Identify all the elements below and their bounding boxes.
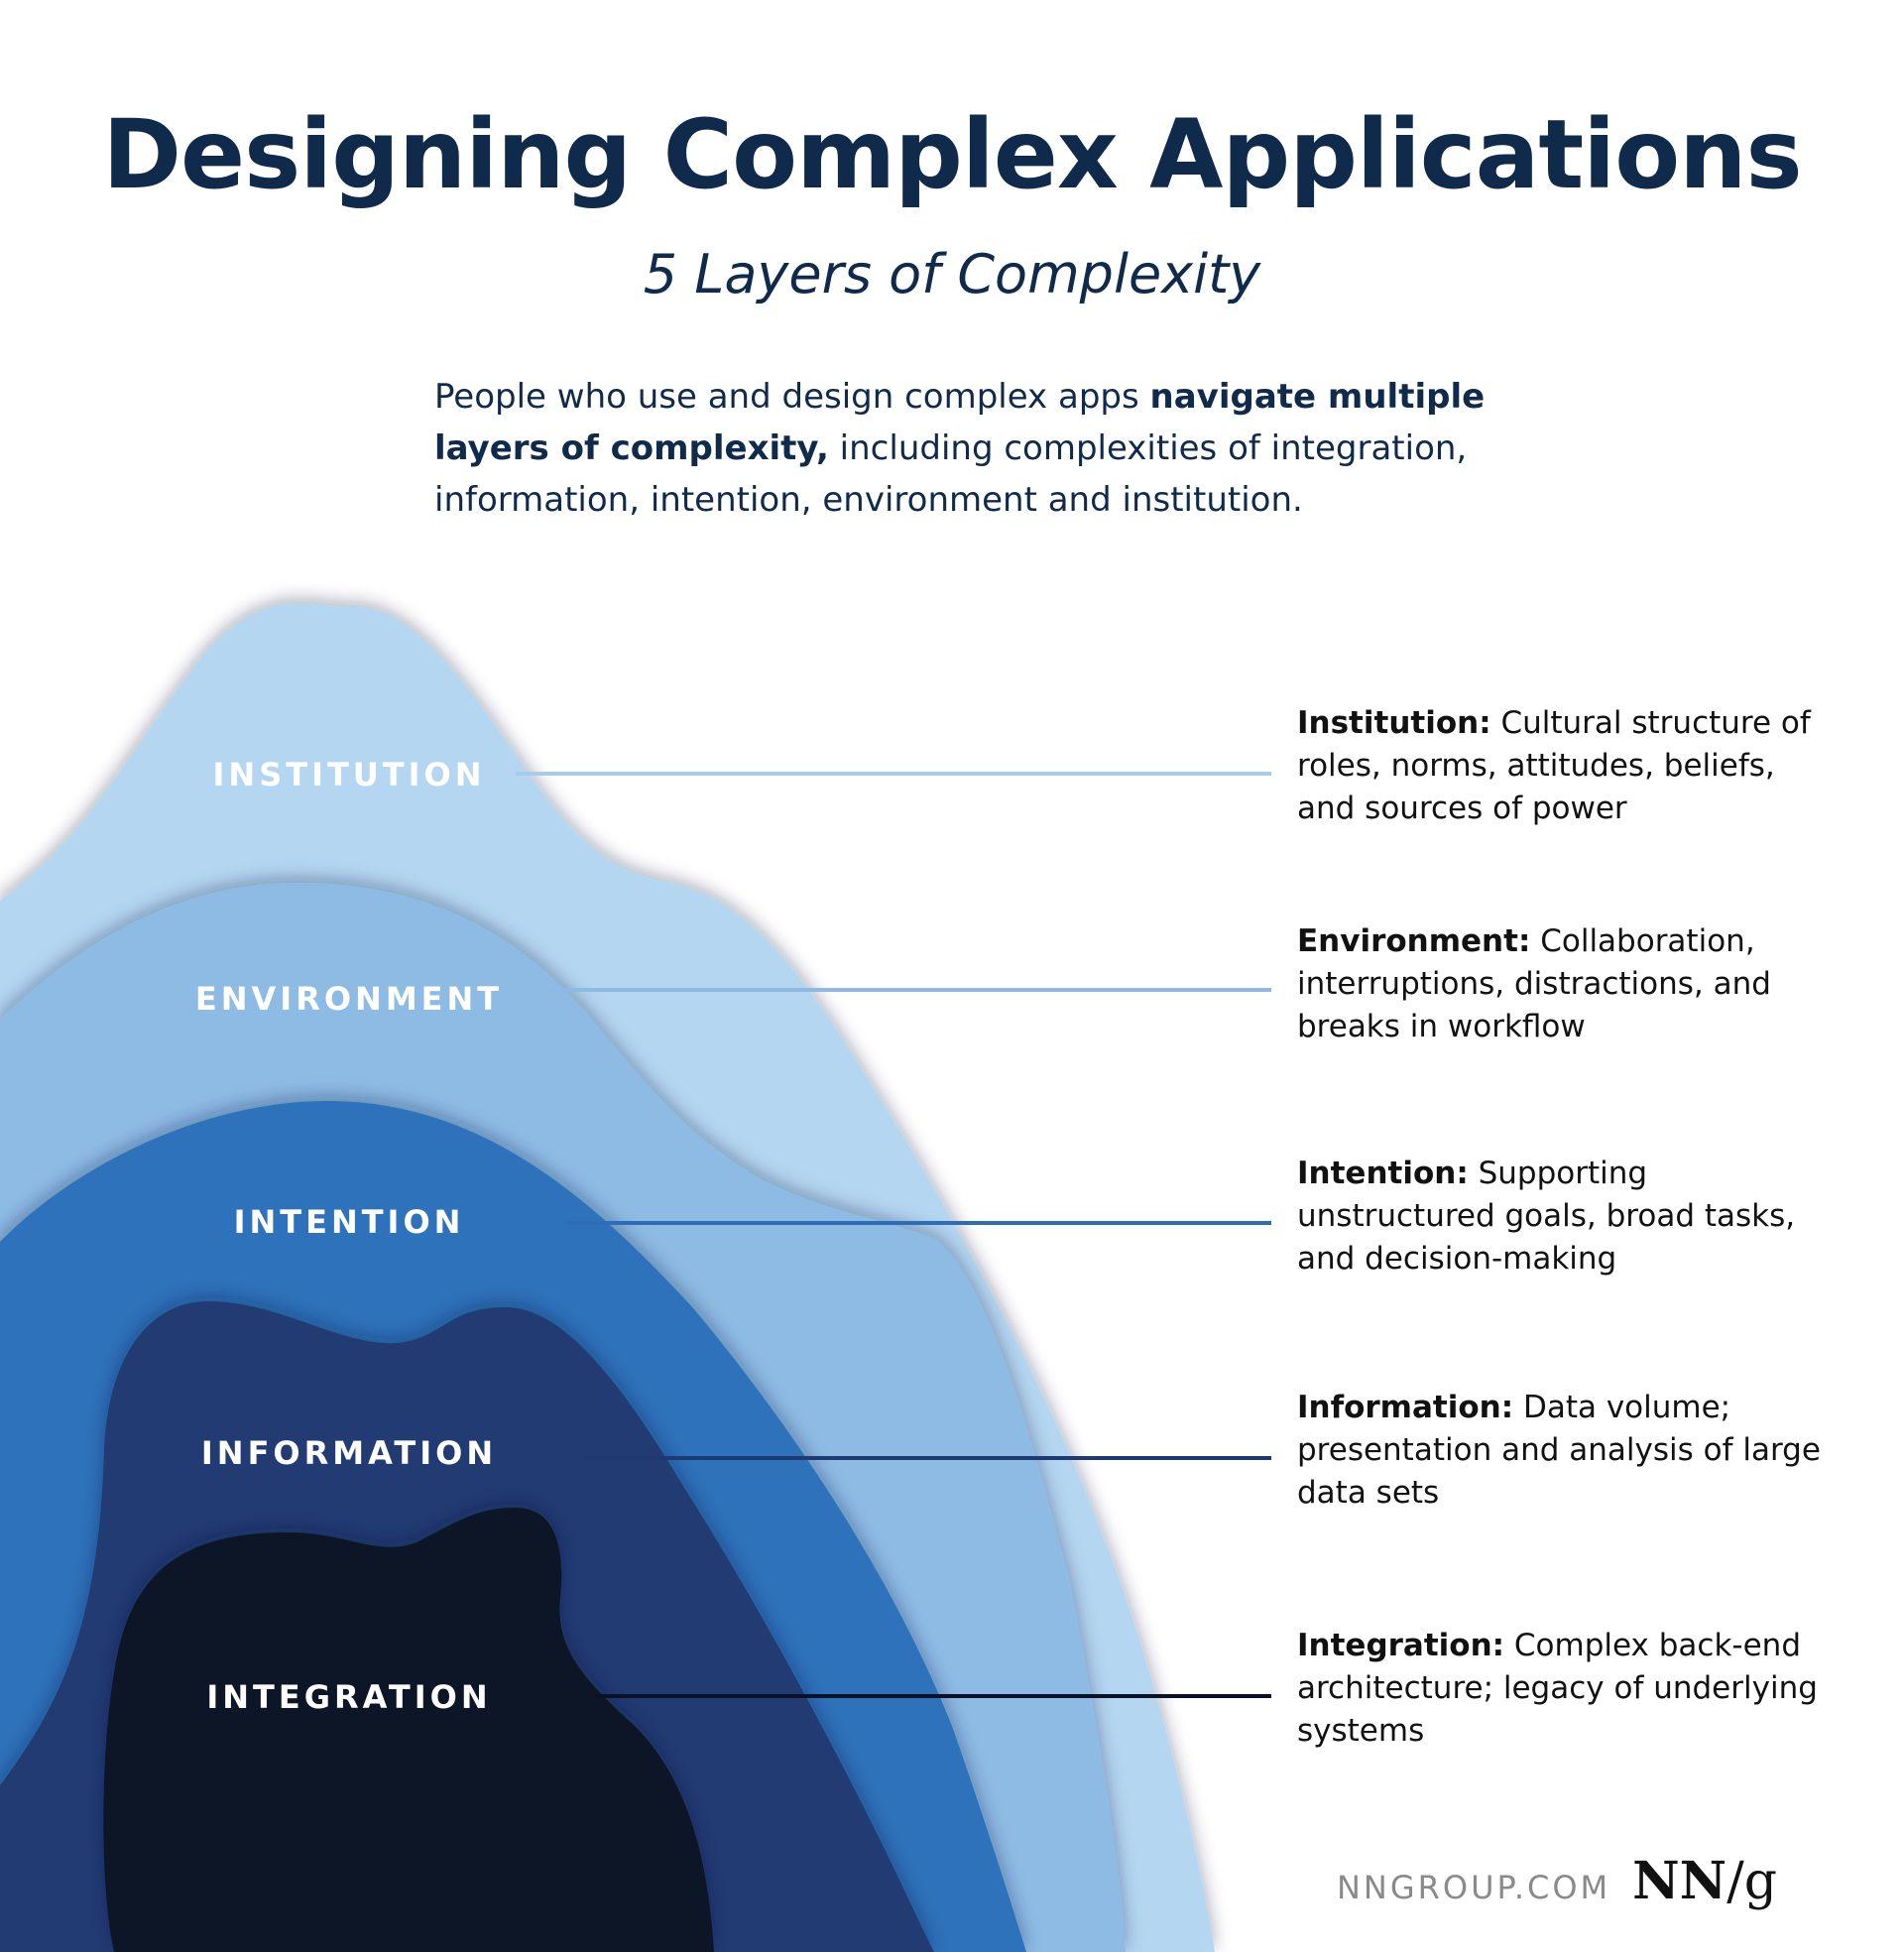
layer-label-institution: INSTITUTION	[213, 756, 486, 793]
description-text: Collaboration, interruptions, distractio…	[1297, 923, 1771, 1044]
layer-label-integration: INTEGRATION	[206, 1678, 491, 1716]
description-institution: Institution: Cultural structure of roles…	[1297, 702, 1833, 830]
layer-label-information: INFORMATION	[201, 1434, 497, 1472]
footer: NNGROUP.COM NN/g	[1336, 1851, 1777, 1911]
page-title: Designing Complex Applications	[102, 99, 1802, 210]
intro-text-bold: navigate multiple layers of complexity,	[434, 377, 1486, 468]
description-term: Institution:	[1297, 705, 1491, 741]
description-intention: Intention: Supporting unstructured goals…	[1297, 1153, 1833, 1281]
description-term: Integration:	[1297, 1628, 1505, 1663]
description-integration: Integration: Complex back-end architectu…	[1297, 1625, 1833, 1753]
description-text: Complex back-end architecture; legacy of…	[1297, 1628, 1818, 1749]
description-text: Data volume; presentation and analysis o…	[1297, 1390, 1821, 1511]
description-term: Information:	[1297, 1390, 1514, 1425]
description-text: Cultural structure of roles, norms, atti…	[1297, 705, 1811, 826]
layer-label-environment: ENVIRONMENT	[195, 980, 503, 1018]
intro-text-start: People who use and design complex apps	[434, 377, 1150, 417]
layer-label-intention: INTENTION	[234, 1203, 465, 1241]
nng-logo: NN/g	[1632, 1851, 1777, 1911]
description-information: Information: Data volume; presentation a…	[1297, 1387, 1833, 1515]
description-term: Intention:	[1297, 1156, 1469, 1191]
logo-slash: /g	[1726, 1852, 1777, 1911]
page-subtitle: 5 Layers of Complexity	[643, 243, 1261, 305]
description-text: Supporting unstructured goals, broad tas…	[1297, 1156, 1796, 1277]
intro-paragraph: People who use and design complex apps n…	[434, 371, 1535, 526]
description-term: Environment:	[1297, 923, 1531, 959]
logo-main: NN	[1632, 1851, 1727, 1911]
intro-text-end: including complexities of integration, i…	[434, 428, 1468, 520]
description-environment: Environment: Collaboration, interruption…	[1297, 920, 1833, 1048]
site-url: NNGROUP.COM	[1336, 1869, 1611, 1906]
layer-shape-integration	[103, 1508, 715, 1952]
